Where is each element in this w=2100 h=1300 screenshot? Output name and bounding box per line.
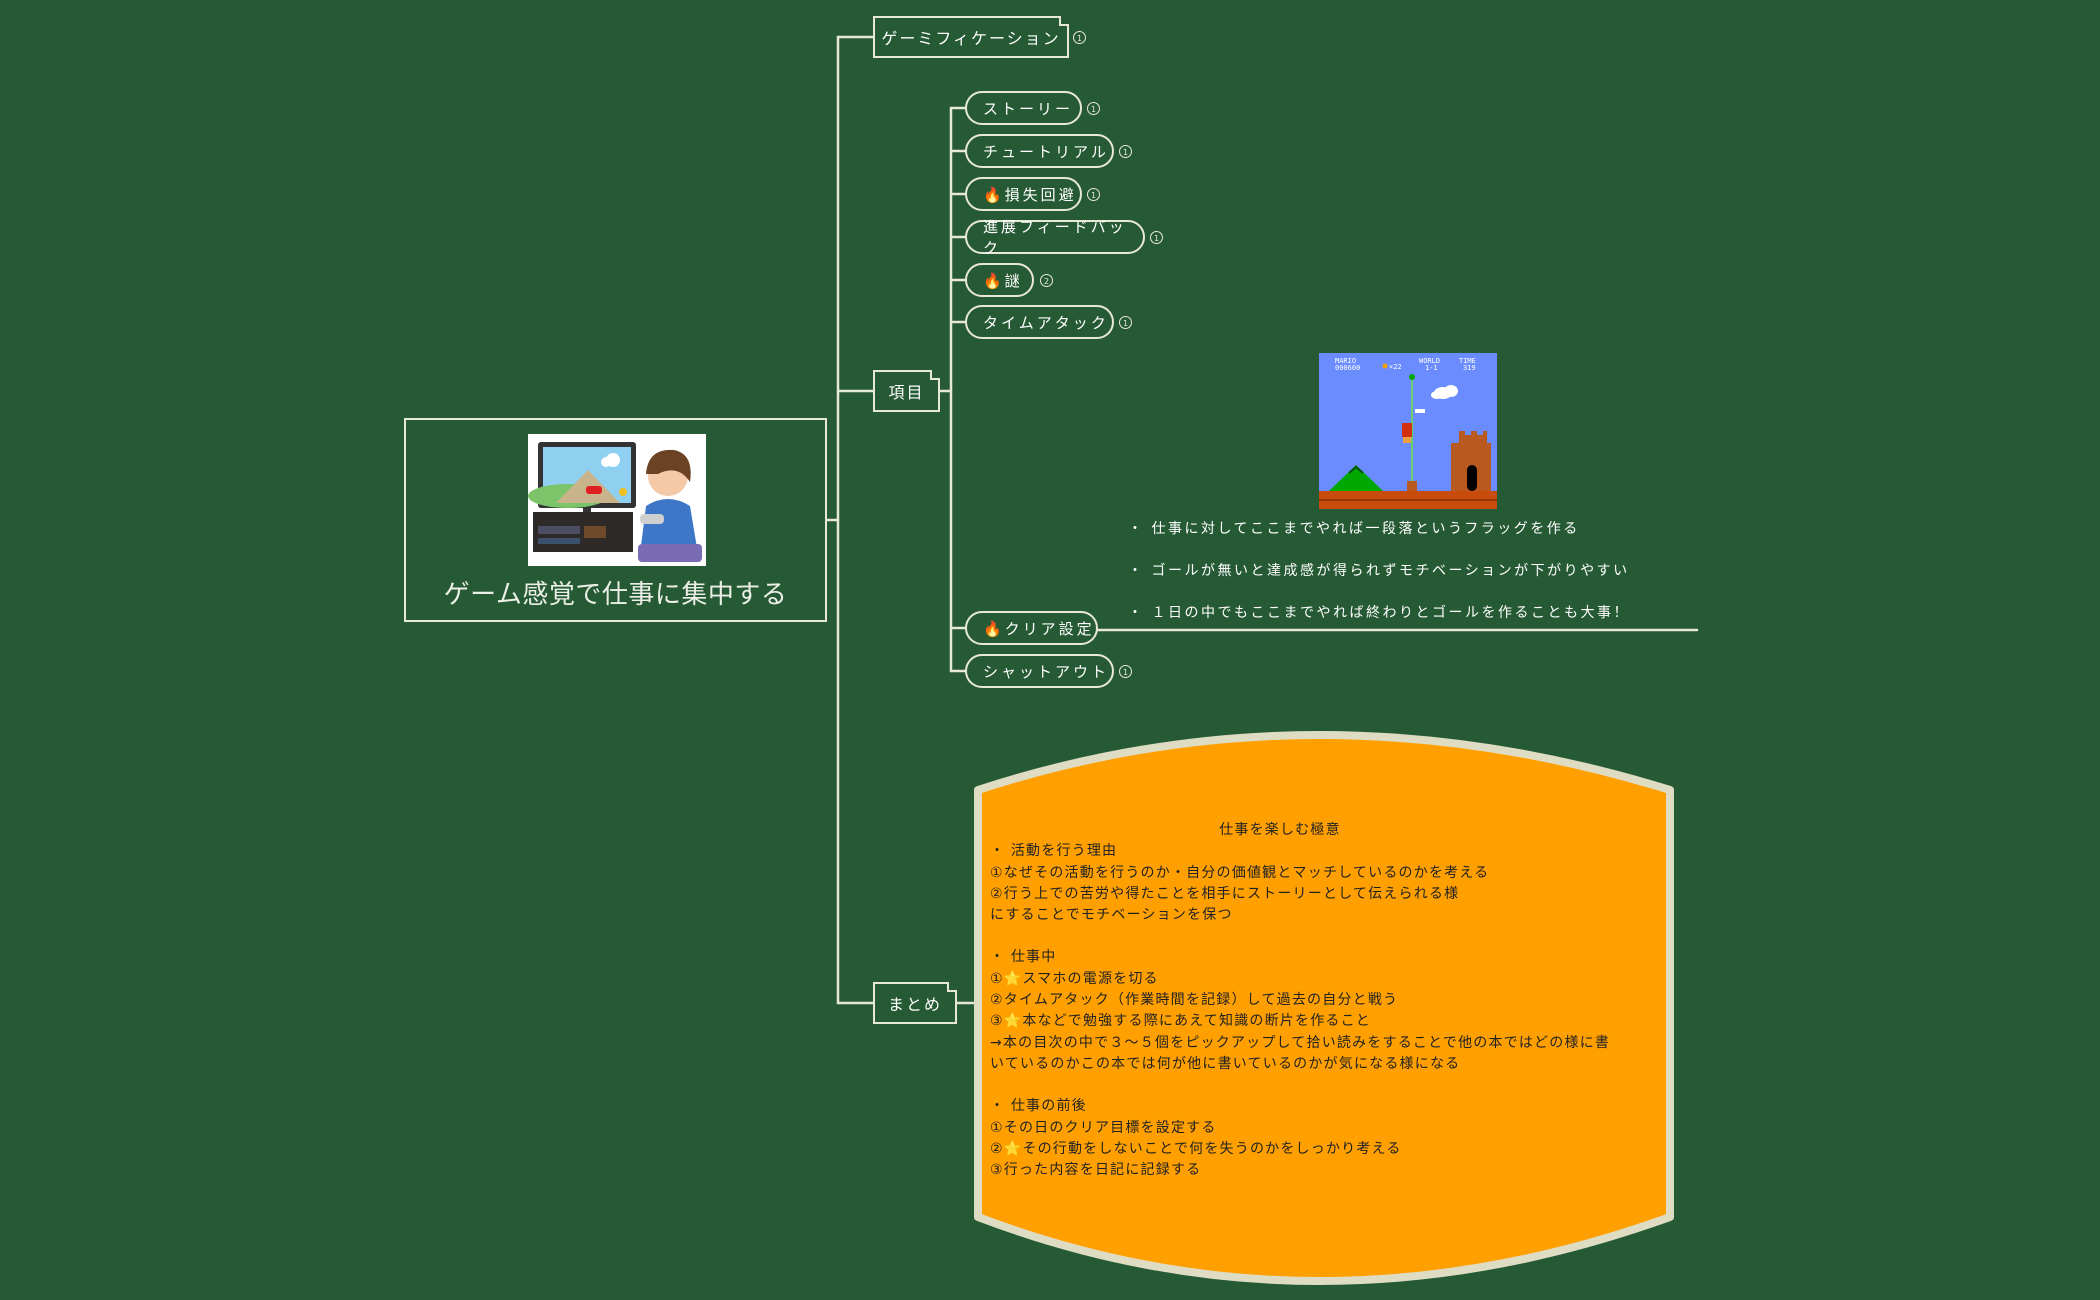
item-loss-aversion[interactable]: 🔥損失回避	[965, 177, 1082, 211]
topic-count-badge[interactable]: 1	[1119, 665, 1132, 678]
summary-line: ②行う上での苦労や得たことを相手にストーリーとして伝えられる様	[990, 885, 1460, 902]
branch-items[interactable]: 項目	[873, 370, 940, 412]
summary-line: ②⭐その行動をしないことで何を失うのかをしっかり考える	[990, 1140, 1402, 1157]
gamer-illustration	[528, 434, 706, 566]
central-topic[interactable]: ゲーム感覚で仕事に集中する	[404, 418, 827, 622]
branch-summary[interactable]: まとめ	[873, 982, 957, 1024]
summary-line	[990, 926, 1650, 947]
summary-line: ③⭐本などで勉強する際にあえて知識の断片を作ること	[990, 1013, 1372, 1030]
summary-line: ・ 仕事中	[990, 949, 1057, 966]
summary-line: ①その日のクリア目標を設定する	[990, 1119, 1217, 1136]
summary-line: いているのかこの本では何が他に書いているのかが気になる様になる	[990, 1055, 1461, 1072]
summary-line: ①なぜその活動を行うのか・自分の価値観とマッチしているのかを考える	[990, 864, 1490, 881]
item-time-attack[interactable]: タイムアタック	[965, 305, 1114, 339]
summary-line: →本の目次の中で３〜５個をピックアップして拾い読みをすることで他の本ではどの様に…	[990, 1034, 1611, 1051]
item-story[interactable]: ストーリー	[965, 91, 1082, 125]
clear-setting-note: ・ ゴールが無いと達成感が得られずモチベーションが下がりやすい	[1128, 563, 1630, 579]
item-tutorial[interactable]: チュートリアル	[965, 134, 1114, 168]
hud-time: 319	[1463, 364, 1476, 372]
item-clear-setting[interactable]: 🔥クリア設定	[965, 611, 1098, 645]
hud-score: 000600	[1335, 364, 1360, 372]
hud-world: WORLD	[1419, 357, 1440, 365]
hud-mario: MARIO	[1335, 357, 1356, 365]
note-fold-icon	[947, 982, 957, 992]
branch-summary-label: まとめ	[887, 995, 942, 1014]
branch-items-label: 項目	[888, 383, 925, 402]
note-fold-icon	[1059, 16, 1069, 26]
mario-game-image: MARIO 000600 ×22 WORLD 1-1 TIME 319	[1319, 353, 1497, 509]
summary-card-title: 仕事を楽しむ極意	[1219, 822, 1341, 838]
item-mystery[interactable]: 🔥謎	[965, 263, 1034, 297]
summary-line: ・ 仕事の前後	[990, 1098, 1087, 1115]
summary-line: にすることでモチベーションを保つ	[990, 907, 1233, 924]
item-progress-feedback[interactable]: 進展フィードバック	[965, 218, 1145, 257]
hud-time-label: TIME	[1459, 357, 1476, 365]
clear-setting-note: ・ 仕事に対してここまでやれば一段落というフラッグを作る	[1128, 521, 1580, 537]
clear-setting-note: ・ １日の中でもここまでやれば終わりとゴールを作ることも大事！	[1128, 605, 1630, 621]
hud-coins: ×22	[1389, 363, 1402, 371]
summary-card-text: 仕事を楽しむ極意 ・ 活動を行う理由 ①なぜその活動を行うのか・自分の価値観とマ…	[990, 820, 1650, 1181]
topic-count-badge[interactable]: 1	[1087, 102, 1100, 115]
topic-count-badge[interactable]: 1	[1150, 231, 1163, 244]
central-title: ゲーム感覚で仕事に集中する	[443, 580, 788, 610]
summary-line: ②タイムアタック（作業時間を記録）して過去の自分と戦う	[990, 992, 1399, 1009]
hud-level: 1-1	[1425, 364, 1438, 372]
topic-count-badge[interactable]: 1	[1119, 316, 1132, 329]
branch-gamification[interactable]: ゲーミフィケーション	[873, 16, 1069, 58]
branch-gamification-label: ゲーミフィケーション	[881, 29, 1061, 48]
topic-count-badge[interactable]: 1	[1087, 188, 1100, 201]
summary-line: ①⭐スマホの電源を切る	[990, 970, 1159, 987]
summary-line: ・ 活動を行う理由	[990, 843, 1118, 860]
item-shutout[interactable]: シャットアウト	[965, 654, 1114, 688]
topic-count-badge[interactable]: 2	[1040, 274, 1053, 287]
topic-count-badge[interactable]: 1	[1119, 145, 1132, 158]
topic-count-badge[interactable]: 1	[1073, 31, 1086, 44]
note-fold-icon	[930, 370, 940, 380]
summary-line: ③行った内容を日記に記録する	[990, 1162, 1202, 1179]
summary-line	[990, 1075, 1650, 1096]
